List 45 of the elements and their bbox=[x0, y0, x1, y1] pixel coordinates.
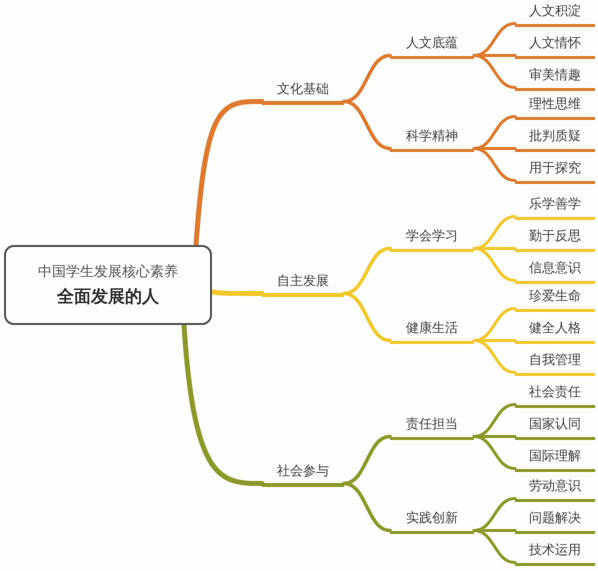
branch-label: 审美情趣 bbox=[515, 67, 595, 91]
branch-line bbox=[342, 482, 392, 532]
branch-label: 健康生活 bbox=[390, 320, 474, 344]
branch-line bbox=[342, 292, 392, 342]
branch-label: 乐学善学 bbox=[515, 196, 595, 220]
branch-label: 珍爱生命 bbox=[515, 288, 595, 312]
branch-line bbox=[342, 434, 392, 486]
branch-label: 社会参与 bbox=[262, 463, 344, 487]
branch-label: 学会学习 bbox=[390, 228, 474, 252]
branch-line bbox=[472, 147, 516, 182]
branch-line bbox=[210, 290, 264, 296]
branch-label: 人文积淀 bbox=[515, 3, 595, 27]
branch-label: 国际理解 bbox=[515, 448, 595, 472]
branch-line bbox=[342, 246, 392, 296]
branch-line bbox=[472, 54, 516, 89]
branch-label: 自我管理 bbox=[515, 352, 595, 376]
branch-label: 技术运用 bbox=[515, 542, 595, 566]
branch-line bbox=[472, 529, 516, 564]
root-box bbox=[4, 245, 212, 325]
root-subtitle: 中国学生发展核心素养 bbox=[38, 262, 178, 280]
branch-label: 国家认同 bbox=[515, 416, 595, 440]
branch-label: 人文底蕴 bbox=[390, 35, 474, 59]
branch-label: 信息意识 bbox=[515, 260, 595, 284]
branch-label: 责任担当 bbox=[390, 416, 474, 440]
branch-label: 实践创新 bbox=[390, 510, 474, 534]
branch-label: 用于探究 bbox=[515, 160, 595, 184]
branch-line bbox=[472, 435, 516, 470]
branch-label: 人文情怀 bbox=[515, 35, 595, 59]
branch-label: 文化基础 bbox=[262, 81, 344, 105]
branch-line bbox=[472, 247, 516, 282]
branch-label: 劳动意识 bbox=[515, 478, 595, 502]
branch-line bbox=[342, 100, 392, 150]
branch-line bbox=[194, 99, 264, 248]
branch-label: 理性思维 bbox=[515, 96, 595, 120]
branch-label: 勤于反思 bbox=[515, 228, 595, 252]
branch-line bbox=[182, 322, 264, 486]
branch-label: 问题解决 bbox=[515, 510, 595, 534]
branch-label: 自主发展 bbox=[262, 273, 344, 297]
root-title: 全面发展的人 bbox=[57, 286, 159, 308]
branch-line bbox=[472, 339, 516, 374]
branch-label: 社会责任 bbox=[515, 384, 595, 408]
branch-label: 健全人格 bbox=[515, 320, 595, 344]
branch-label: 科学精神 bbox=[390, 128, 474, 152]
branch-line bbox=[342, 54, 392, 104]
branch-label: 批判质疑 bbox=[515, 128, 595, 152]
